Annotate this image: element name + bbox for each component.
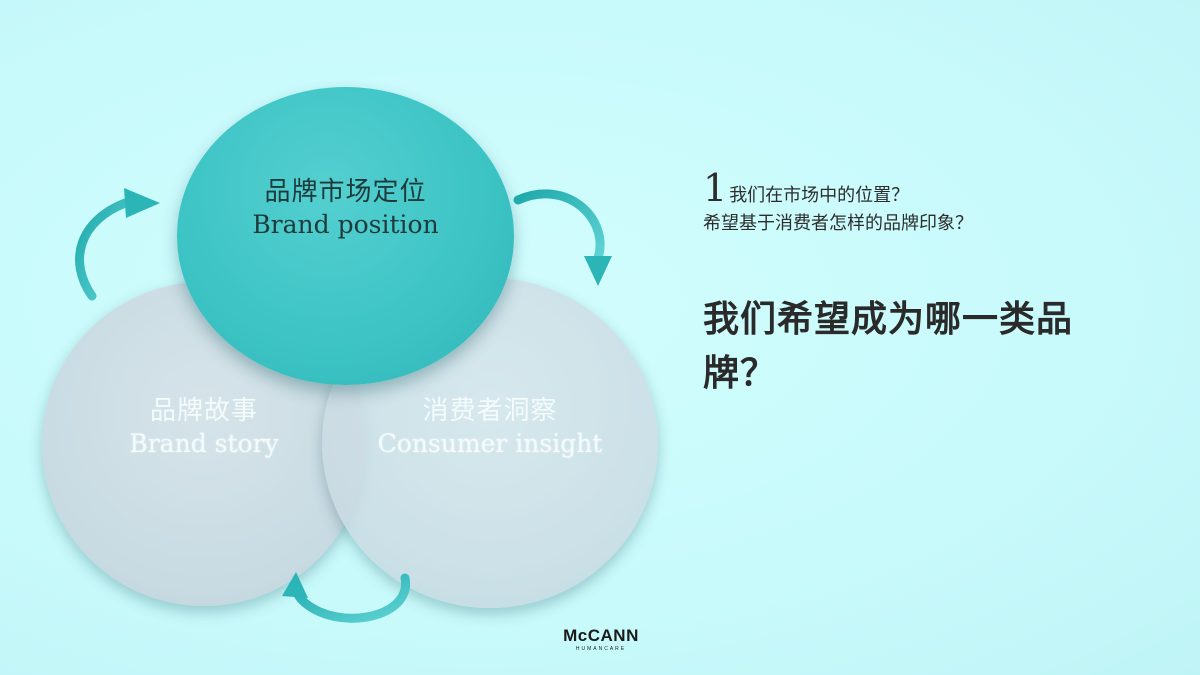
arrow-insight-to-story-icon: [282, 572, 411, 623]
mccann-logo: McCANN HUMANCARE: [556, 627, 646, 653]
brand-story-label: 品牌故事 Brand story: [42, 394, 366, 460]
brand-position-circle: 品牌市场定位 Brand position: [177, 87, 514, 385]
consumer-insight-label: 消费者洞察 Consumer insight: [322, 394, 658, 460]
logo-sub-text: HUMANCARE: [575, 646, 627, 652]
question-line-1: 1 我们在市场中的位置？: [703, 168, 1173, 209]
logo-main-text: McCANN: [563, 626, 639, 645]
consumer-insight-en: Consumer insight: [377, 429, 603, 458]
brand-position-label: 品牌市场定位 Brand position: [177, 175, 514, 241]
question-block: 1 我们在市场中的位置？ 希望基于消费者怎样的品牌印象？ 我们希望成为哪一类品牌…: [703, 168, 1173, 401]
brand-story-zh: 品牌故事: [149, 396, 258, 426]
consumer-insight-zh: 消费者洞察: [422, 396, 558, 426]
question-line-2: 希望基于消费者怎样的品牌印象？: [703, 213, 973, 234]
question-text-1: 我们在市场中的位置？: [729, 185, 910, 206]
brand-position-zh: 品牌市场定位: [264, 177, 427, 207]
arrow-story-to-position-icon: [75, 188, 160, 301]
question-number: 1: [703, 166, 728, 210]
arrow-position-to-insight-icon: [513, 189, 612, 286]
brand-position-en: Brand position: [252, 210, 439, 239]
headline: 我们希望成为哪一类品牌？: [703, 299, 1074, 394]
brand-story-en: Brand story: [129, 429, 279, 458]
